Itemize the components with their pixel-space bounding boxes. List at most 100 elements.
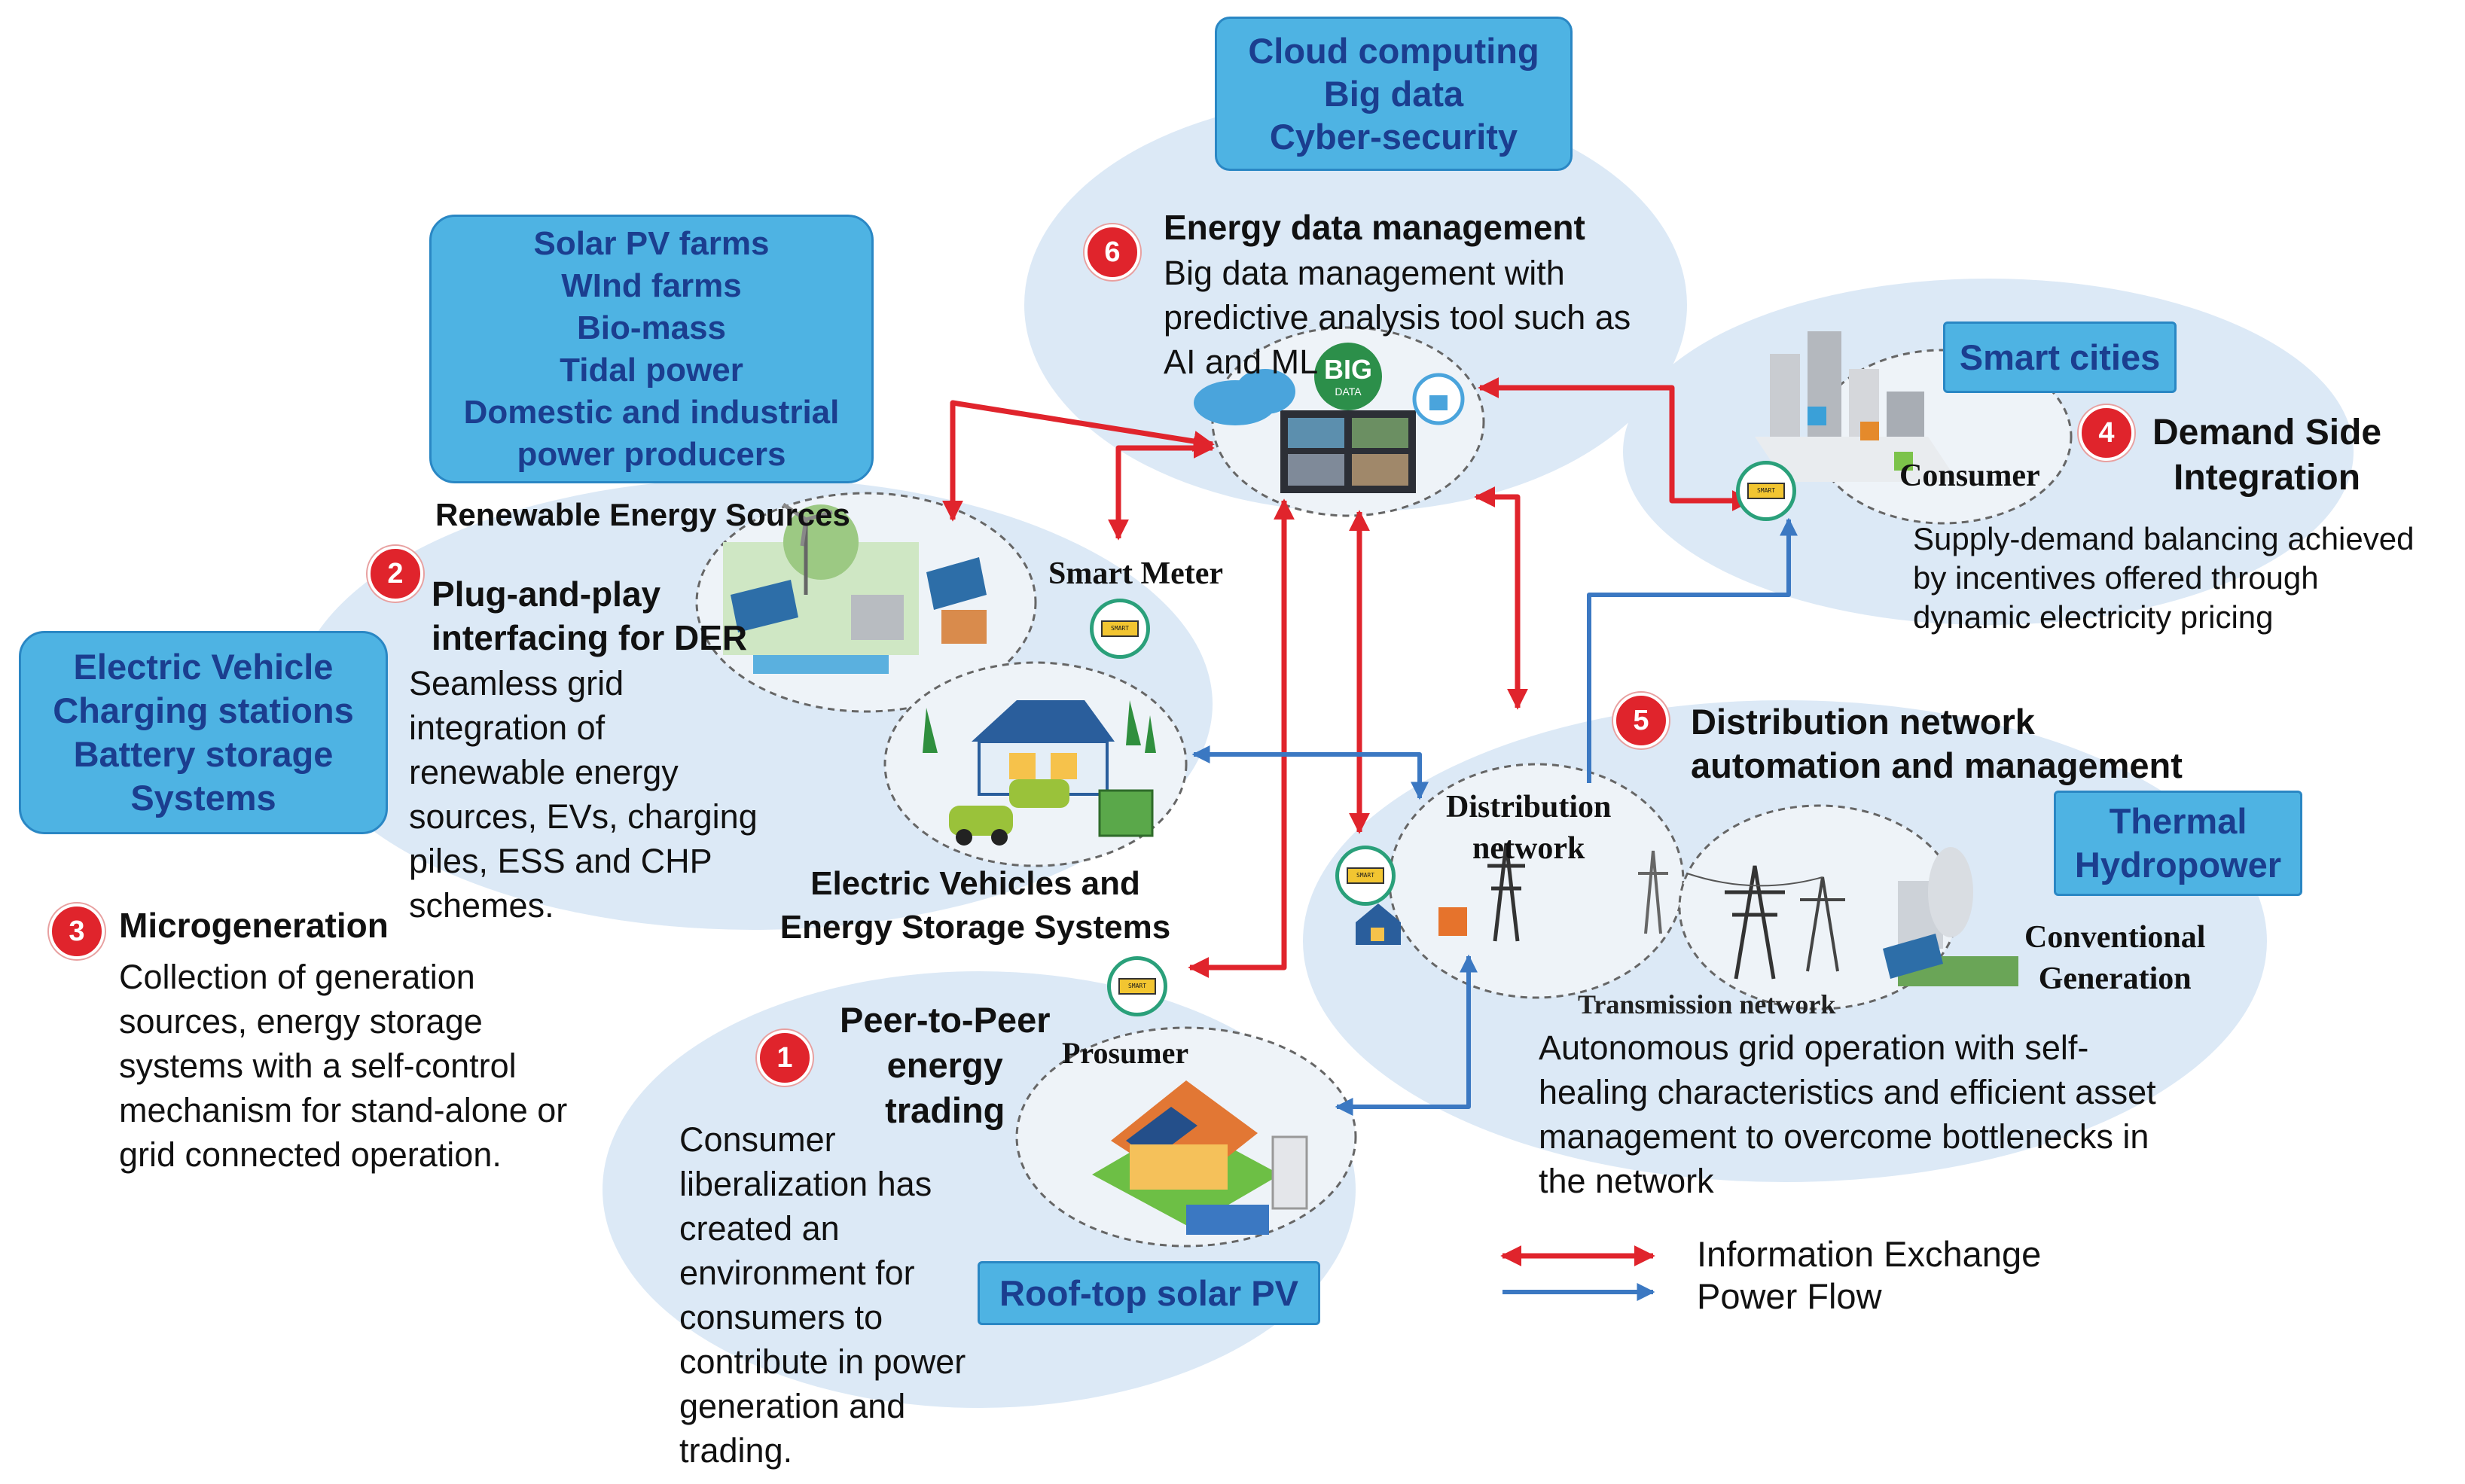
s3-title: Microgeneration [119,906,389,945]
s3-body-line: sources, energy storage [119,1002,483,1041]
transmission-network-label: Transmission network [1578,989,1836,1019]
s6-body-line: AI and ML [1164,343,1319,381]
smart-city-illustration [1755,331,1958,482]
s5-title-line: automation and management [1691,745,2183,785]
s5-body-line: management to overcome bottlenecks in [1539,1117,2149,1156]
meter-screen: SMART METER [1118,978,1156,995]
s3-body-line: Collection of generation [119,958,475,996]
info-arrow-bigdata-prosumer-meter [1188,498,1295,978]
s1-body: Consumer liberalization has created an e… [679,1117,966,1473]
s1-title-line: trading [885,1090,1005,1130]
ev-line: Battery storage [73,734,334,774]
s2-body: Seamless grid integration of renewable e… [409,661,758,928]
ev-illustration [923,700,1156,846]
s2-body-line: Seamless grid [409,664,624,702]
consumer-smart-meter-icon: SMART METER [1736,461,1796,521]
smart-meter-icon: SMART METER [1090,599,1150,659]
conventional-generation-label: Conventional Generation [2024,917,2205,1000]
s4-body: Supply-demand balancing achieved by ince… [1913,520,2414,637]
s1-title-line: Peer-to-Peer [840,1000,1051,1040]
rooftop-solar-box: Roof-top solar PV [978,1261,1320,1325]
s1-body-line: Consumer [679,1120,836,1159]
badge-2: 2 [368,546,423,602]
s2-body-line: renewable energy [409,753,679,791]
s2-body-line: schemes. [409,886,554,925]
bigdata-illustration [1194,343,1465,493]
s4-title: Demand Side Integration [2152,410,2381,501]
s1-body-line: liberalization has [679,1165,932,1203]
conventional-line: Generation [2038,961,2192,996]
s5-title-line: Distribution network [1691,702,2035,742]
thermal-line: Hydropower [2074,845,2282,885]
meter-screen: SMART METER [1347,867,1384,884]
s6-title: Energy data management [1164,208,1585,247]
ev-box: Electric Vehicle Charging stations Batte… [19,631,388,834]
renewables-line: Bio-mass [576,309,727,346]
cloud-line: Big data [1323,74,1464,114]
renewables-line: Domestic and industrial [463,393,840,431]
renewables-line: Tidal power [560,351,743,389]
s1-body-line: contribute in power [679,1342,966,1381]
s2-title-line: Plug-and-play [432,574,661,614]
smart-cities-label: Smart cities [1959,337,2161,377]
badge-3: 3 [49,904,105,959]
renewables-box: Solar PV farms WInd farms Bio-mass Tidal… [429,215,874,483]
power-arrow-distribution-prosumer [1335,954,1478,1116]
s4-title-line: Integration [2174,458,2361,498]
prosumer-illustration [1092,1080,1308,1235]
s5-body-line: the network [1539,1162,1714,1200]
legend-power-flow: Power Flow [1697,1276,1882,1316]
info-arrow-bigdata-consumer [1478,377,1753,511]
meter-screen: SMART METER [1101,620,1139,637]
s4-body-line: dynamic electricity pricing [1913,599,2274,635]
transmission-illustration [1686,847,2018,986]
big-data-logo-sub: DATA [1335,385,1362,398]
badge-5: 5 [1613,693,1669,748]
s5-title: Distribution network automation and mana… [1691,700,2183,788]
smart-cities-box: Smart cities [1943,321,2177,393]
s2-title: Plug-and-play interfacing for DER [432,572,747,660]
ev-ess-line: Energy Storage Systems [779,909,1171,946]
info-arrow-bigdata-der [942,400,1215,522]
s3-body-line: grid connected operation. [119,1135,502,1174]
s6-body-line: Big data management with [1164,254,1565,292]
thermal-box: Thermal Hydropower [2054,791,2302,896]
ev-line: Electric Vehicle [73,647,334,687]
ev-ess-line: Electric Vehicles and [810,865,1140,902]
distribution-network-label: Distribution network [1446,787,1611,870]
s3-body-line: mechanism for stand-alone or [119,1091,568,1129]
legend-information-exchange: Information Exchange [1697,1234,2042,1274]
s4-body-line: by incentives offered through [1913,560,2319,596]
power-arrow-ev-distribution [1191,745,1429,800]
renewables-line: Solar PV farms [533,224,770,262]
distribution-smart-meter-icon: SMART METER [1335,846,1396,906]
s1-title-line: energy [886,1045,1003,1085]
s1-title: Peer-to-Peer energy trading [840,998,1051,1133]
s6-body: Big data management with predictive anal… [1164,251,1631,384]
s3-body: Collection of generation sources, energy… [119,955,567,1177]
thermal-line: Thermal [2109,801,2247,841]
conventional-line: Conventional [2024,920,2206,955]
smart-meter-label: Smart Meter [1048,556,1224,591]
s1-body-line: created an [679,1209,840,1248]
badge-1: 1 [757,1030,813,1086]
s2-title-line: interfacing for DER [432,618,748,657]
cloud-line: Cloud computing [1248,31,1539,71]
big-data-logo: BIG [1324,354,1372,385]
prosumer-label: Prosumer [1062,1036,1189,1070]
renewables-illustration [723,502,987,674]
s5-body-line: healing characteristics and efficient as… [1539,1073,2156,1111]
meter-screen: SMART METER [1747,483,1785,499]
info-arrow-bigdata-smartmeter [1108,437,1215,541]
s2-body-line: piles, ESS and CHP [409,842,712,880]
s5-body: Autonomous grid operation with self- hea… [1539,1025,2156,1203]
cloud-line: Cyber-security [1269,117,1518,157]
s1-body-line: environment for [679,1254,915,1292]
renewables-line: WInd farms [561,267,742,304]
power-arrow-distribution-consumer [1587,517,1798,783]
cloud-computing-box: Cloud computing Big data Cyber-security [1215,17,1573,171]
s1-body-line: trading. [679,1431,793,1470]
rooftop-label: Roof-top solar PV [999,1273,1298,1313]
s1-body-line: consumers to [679,1298,883,1336]
